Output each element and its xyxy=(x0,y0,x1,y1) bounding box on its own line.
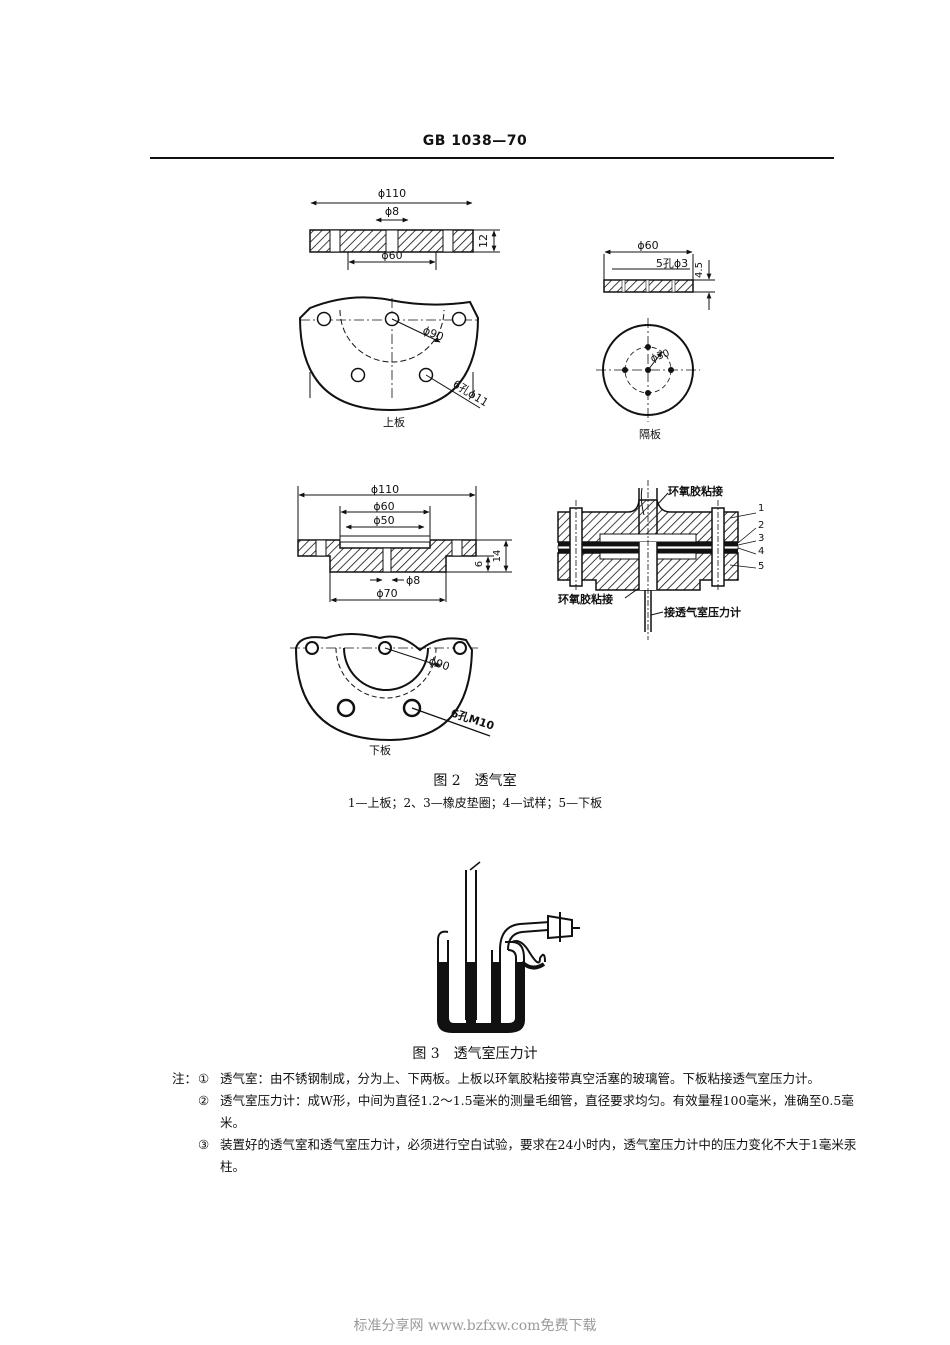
assembly-part-5: 5 xyxy=(758,561,764,572)
separator-plan: ϕ30 隔板 xyxy=(596,318,700,441)
separator-dim-circle: ϕ30 xyxy=(649,348,671,365)
assembly-part-1: 1 xyxy=(758,503,764,514)
upper-plate-label: 上板 xyxy=(383,415,405,429)
lower-plate-dim-6: 6 xyxy=(474,561,485,567)
footer-watermark: 标准分享网 www.bzfxw.com免费下载 xyxy=(353,1318,597,1334)
lower-plate-dim-bolt-circle: ϕ90 xyxy=(427,654,451,673)
lower-plate-plan: ϕ90 6孔M10 下板 xyxy=(290,633,496,757)
assembly-glue-bottom-label: 环氧胶粘接 xyxy=(558,592,613,606)
separator-label: 隔板 xyxy=(639,427,661,441)
upper-plate-dim-bolt-circle: ϕ90 xyxy=(421,324,446,344)
assembly-part-2: 2 xyxy=(758,520,764,531)
lower-plate-hole-note: 6孔M10 xyxy=(449,706,496,732)
document-header: GB 1038—70 xyxy=(422,133,528,149)
separator-hole-note: 5孔ϕ3 xyxy=(656,257,688,270)
upper-plate-dim-outer: ϕ110 xyxy=(378,187,406,200)
upper-plate-dim-thickness: 12 xyxy=(477,234,490,248)
upper-plate-plan: ϕ90 6孔ϕ11 上板 xyxy=(298,296,491,429)
lower-plate-dim-50: ϕ50 xyxy=(373,514,394,527)
figure-3-caption: 图 3 透气室压力计 xyxy=(412,1046,538,1062)
lower-plate-dim-60: ϕ60 xyxy=(373,500,394,513)
note-text: 透气室：由不锈钢制成，分为上、下两板。上板以环氧胶粘接带真空活塞的玻璃管。下板粘… xyxy=(220,1071,821,1086)
figure-2-caption: 图 2 透气室 xyxy=(433,773,517,789)
assembly-gauge-conn-label: 接透气室压力计 xyxy=(664,605,741,619)
note-number: ① xyxy=(198,1071,210,1086)
lower-plate-label: 下板 xyxy=(369,743,391,757)
separator-dim-outer: ϕ60 xyxy=(637,239,658,252)
note-item: 注： ① 透气室：由不锈钢制成，分为上、下两板。上板以环氧胶粘接带真空活塞的玻璃… xyxy=(172,1068,862,1090)
figure-3-drawing xyxy=(437,861,580,1033)
lower-plate-section: ϕ110 ϕ60 ϕ50 6 14 ϕ8 ϕ70 xyxy=(297,483,512,603)
lower-plate-dim-14: 14 xyxy=(492,550,503,563)
upper-plate-dim-hole: ϕ8 xyxy=(385,205,399,218)
note-text: 透气室压力计：成W形，中间为直径1.2～1.5毫米的测量毛细管，直径要求均匀。有… xyxy=(220,1093,854,1130)
separator-dim-thickness: 4.5 xyxy=(694,262,705,278)
assembly-part-4: 4 xyxy=(758,546,764,557)
upper-plate-dim-inner: ϕ60 xyxy=(381,249,402,262)
lower-plate-dim-outer: ϕ110 xyxy=(371,483,399,496)
assembly-part-callouts: 1 2 3 4 5 xyxy=(729,503,764,572)
notes-section: 注： ① 透气室：由不锈钢制成，分为上、下两板。上板以环氧胶粘接带真空活塞的玻璃… xyxy=(172,1068,862,1178)
figure-2-legend: 1—上板；2、3—橡皮垫圈；4—试样；5—下板 xyxy=(347,796,603,810)
separator-section: ϕ60 5孔ϕ3 4.5 xyxy=(603,239,715,310)
upper-plate-section: ϕ110 ϕ8 ϕ60 12 xyxy=(309,187,500,398)
note-number: ③ xyxy=(198,1137,210,1152)
assembly-glue-top-label: 环氧胶粘接 xyxy=(668,484,723,498)
lower-plate-dim-70: ϕ70 xyxy=(376,587,397,600)
note-text: 装置好的透气室和透气室压力计，必须进行空白试验，要求在24小时内，透气室压力计中… xyxy=(220,1137,857,1174)
lower-plate-dim-hole: ϕ8 xyxy=(406,574,420,587)
note-number: ② xyxy=(198,1093,210,1108)
note-item: ② 透气室压力计：成W形，中间为直径1.2～1.5毫米的测量毛细管，直径要求均匀… xyxy=(172,1090,862,1134)
notes-prefix: 注： xyxy=(172,1071,198,1086)
header-rule xyxy=(150,157,834,159)
figure-2-drawing: ϕ110 ϕ8 ϕ60 12 ϕ90 6孔ϕ11 上板 xyxy=(290,187,764,757)
note-item: ③ 装置好的透气室和透气室压力计，必须进行空白试验，要求在24小时内，透气室压力… xyxy=(172,1134,862,1178)
assembly-part-3: 3 xyxy=(758,533,764,544)
pressure-gauge-drawing xyxy=(437,861,580,1033)
assembly-drawing: 环氧胶粘接 环氧胶粘接 接透气室压力计 1 2 3 4 5 xyxy=(557,480,764,640)
